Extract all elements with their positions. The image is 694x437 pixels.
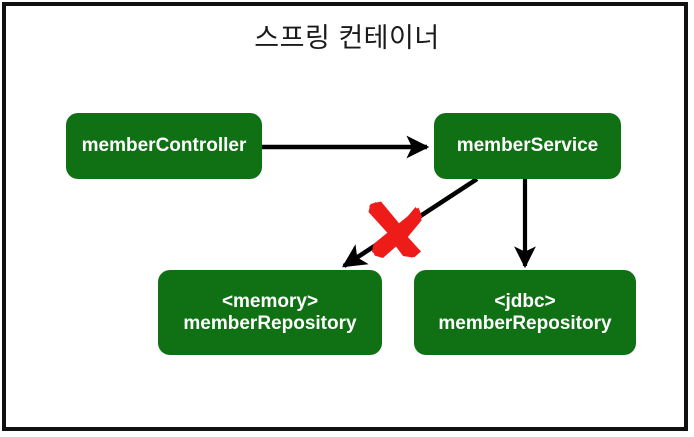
node-jdbc-member-repository[interactable]: <jdbc> memberRepository: [414, 270, 636, 355]
node-memory-member-repository[interactable]: <memory> memberRepository: [158, 270, 382, 355]
node-label-line1: <jdbc>: [494, 290, 556, 312]
page-title: 스프링 컨테이너: [254, 23, 440, 53]
node-label-line2: memberRepository: [438, 312, 612, 334]
node-label-line2: memberRepository: [183, 312, 357, 334]
node-label-line1: memberService: [456, 135, 599, 156]
node-label-line1: <memory>: [221, 290, 319, 312]
node-member-controller[interactable]: memberController: [66, 113, 262, 179]
node-label-line1: memberController: [81, 135, 247, 156]
node-member-service[interactable]: memberService: [434, 113, 621, 179]
diagram-frame: [2, 2, 688, 431]
